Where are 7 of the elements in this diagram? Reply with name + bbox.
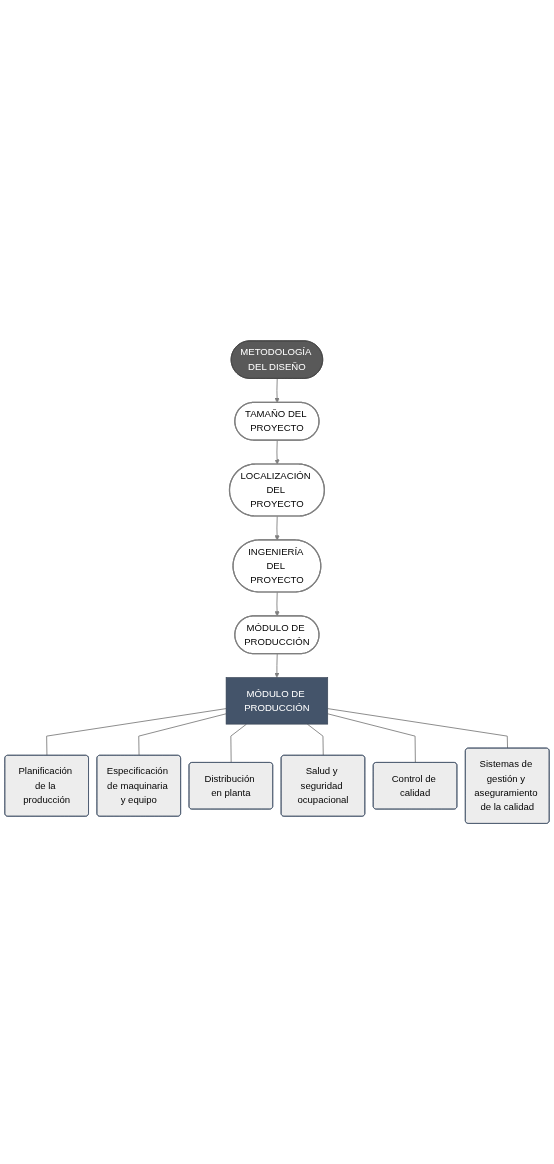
connector	[46, 708, 227, 756]
node-box: MÓDULO DE PRODUCCIÓN	[225, 677, 329, 725]
connector	[230, 723, 247, 764]
connector	[306, 723, 324, 756]
connector	[327, 713, 416, 764]
connector	[327, 708, 508, 749]
connector	[138, 713, 227, 756]
